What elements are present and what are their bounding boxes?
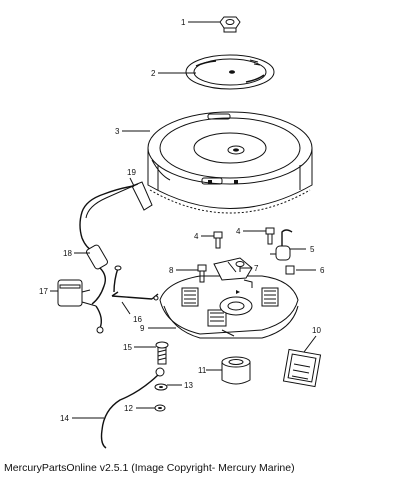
part-flywheel xyxy=(147,111,313,214)
callout-6: 6 xyxy=(320,266,325,275)
part-point-set xyxy=(213,257,253,281)
callout-2: 2 xyxy=(151,69,156,78)
part-stator-plate xyxy=(159,275,299,339)
part-washers xyxy=(154,383,168,412)
part-coil xyxy=(57,265,122,334)
leader-lines xyxy=(50,21,317,419)
part-cam xyxy=(221,356,251,385)
part-screw-15 xyxy=(155,341,169,365)
callout-13: 13 xyxy=(184,381,193,390)
part-ground-wire xyxy=(100,367,165,449)
part-nut xyxy=(219,16,241,33)
callout-19: 19 xyxy=(127,168,136,177)
part-condenser xyxy=(270,229,293,261)
part-pin xyxy=(111,291,159,301)
callout-15: 15 xyxy=(123,343,132,352)
callout-17: 17 xyxy=(39,287,48,296)
part-plate xyxy=(185,54,275,90)
callout-3: 3 xyxy=(115,127,120,136)
callout-14: 14 xyxy=(60,414,69,423)
part-screw-8 xyxy=(197,264,207,283)
part-decal xyxy=(282,348,322,388)
callout-11: 11 xyxy=(198,366,207,375)
callout-8: 8 xyxy=(169,266,174,275)
callout-12: 12 xyxy=(124,404,133,413)
callout-4a: 4 xyxy=(194,232,199,241)
part-cap xyxy=(285,265,295,275)
part-lead-18 xyxy=(86,244,108,305)
callout-9: 9 xyxy=(140,324,145,333)
callout-18: 18 xyxy=(63,249,72,258)
part-spark-plug-lead-19 xyxy=(79,181,153,253)
callout-5: 5 xyxy=(310,245,315,254)
callout-1: 1 xyxy=(181,18,186,27)
callout-4b: 4 xyxy=(236,227,241,236)
callout-10: 10 xyxy=(312,326,321,335)
callout-7: 7 xyxy=(254,264,259,273)
copyright-caption: MercuryPartsOnline v2.5.1 (Image Copyrig… xyxy=(4,462,295,474)
callout-16: 16 xyxy=(133,315,142,324)
